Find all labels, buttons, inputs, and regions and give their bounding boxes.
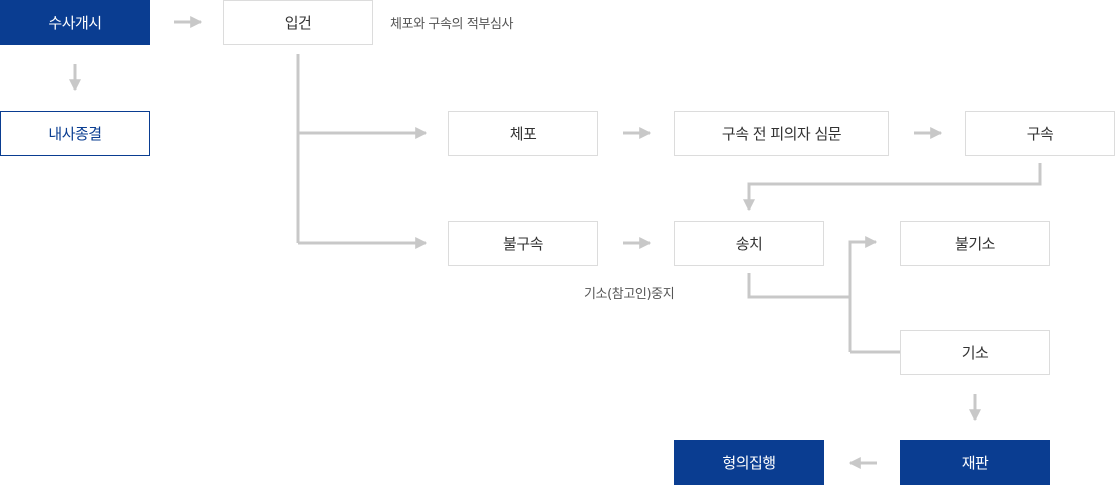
arrow-detention-to-referral [743, 163, 1042, 212]
case-filing-box: 입건 [223, 0, 373, 45]
sentence-execution-box: 형의집행 [674, 440, 824, 485]
arrow-branch-to-nonindictment [848, 236, 878, 352]
investigation-start-box: 수사개시 [0, 0, 150, 45]
arrest-review-note: 체포와 구속의 적부심사 [390, 17, 514, 32]
non-detention-box: 불구속 [448, 221, 598, 266]
trial-box: 재판 [900, 440, 1050, 485]
line-referral-branch [747, 273, 850, 299]
suspension-note: 기소(참고인)중지 [584, 287, 675, 302]
arrest-box: 체포 [448, 111, 598, 156]
pre-detention-hearing-box: 구속 전 피의자 심문 [674, 111, 889, 156]
referral-box: 송치 [674, 221, 824, 266]
internal-closing-box: 내사종결 [0, 111, 150, 156]
detention-box: 구속 [965, 111, 1115, 156]
indictment-box: 기소 [900, 330, 1050, 375]
non-indictment-box: 불기소 [900, 221, 1050, 266]
